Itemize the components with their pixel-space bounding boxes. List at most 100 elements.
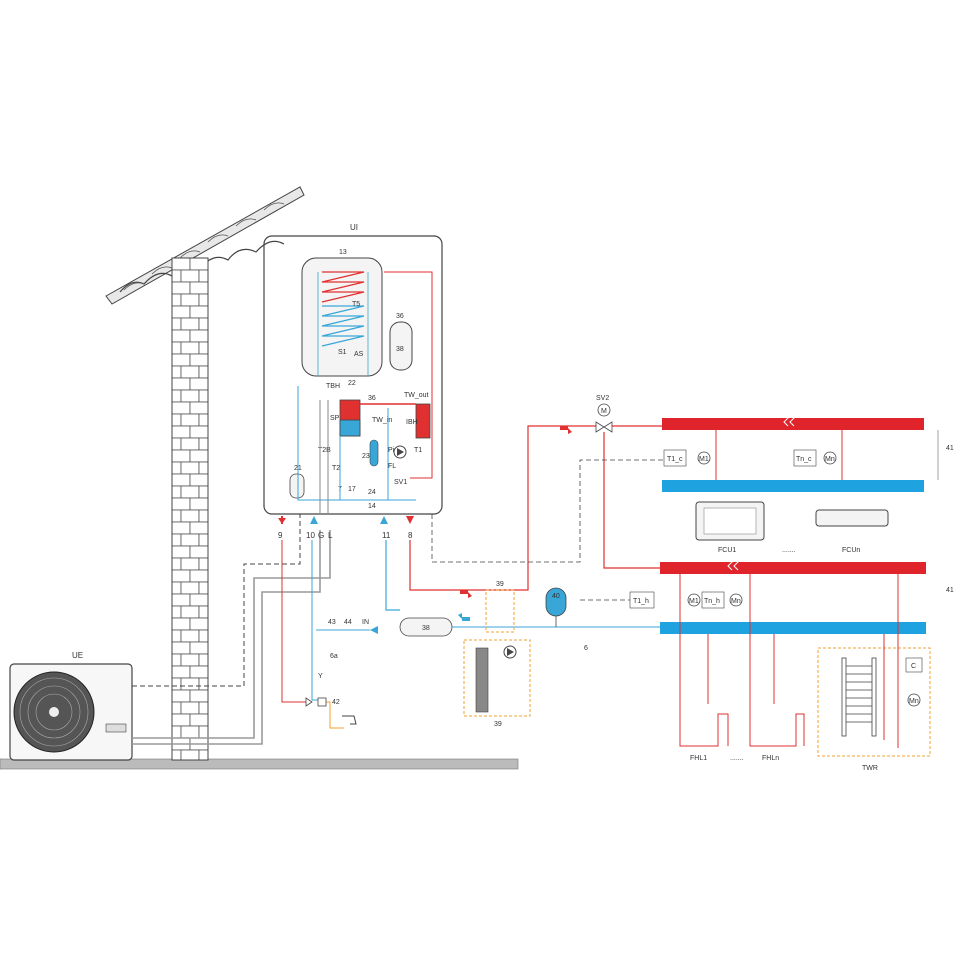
brick: [189, 401, 209, 415]
s1-label: S1: [338, 349, 347, 356]
tnh-thermostat: [701, 591, 725, 609]
faucet-icon: [342, 715, 357, 725]
brick: [198, 605, 209, 619]
mnb-label: Mn: [731, 598, 741, 605]
brick: [171, 317, 182, 331]
c39a-label: 39: [496, 581, 504, 588]
brick: [180, 677, 200, 691]
tw-out-label: TW_out: [404, 392, 429, 399]
aux-39-top: [485, 589, 515, 633]
mix-valve-42-icon: [305, 697, 313, 707]
brick: [189, 713, 209, 727]
fhl-dots-label: .......: [730, 755, 744, 762]
brick: [171, 485, 182, 499]
brick: [171, 677, 182, 691]
brick: [180, 749, 200, 761]
tank-cold-coil: [321, 305, 365, 347]
brick: [189, 449, 209, 463]
brick: [189, 545, 209, 559]
c36a-label: 36: [396, 313, 404, 320]
header-floor-hot: [660, 562, 926, 574]
brick: [189, 257, 209, 271]
tnc-label: Tn_c: [796, 456, 812, 463]
brick: [171, 425, 191, 439]
c17-label: 17: [348, 486, 356, 493]
t2-label: T2: [332, 465, 340, 472]
fcun-label: FCUn: [842, 547, 860, 554]
brick: [189, 689, 209, 703]
brick: [171, 281, 191, 295]
brick: [171, 341, 182, 355]
brick: [180, 293, 200, 307]
fcu1-label: FCU1: [718, 547, 736, 554]
ui-label: UI: [350, 223, 358, 232]
twr-label: TWR: [862, 765, 878, 772]
brick: [180, 437, 200, 451]
mn-actuator-icon: [823, 451, 837, 465]
fl-label: FL: [388, 463, 396, 470]
ibh-heater: [415, 403, 431, 439]
tank-hot-coil: [321, 271, 365, 303]
brick: [189, 473, 209, 487]
brick: [171, 629, 182, 643]
brick: [198, 437, 209, 451]
brick: [189, 521, 209, 535]
brick: [180, 629, 200, 643]
mnc-label: Mn: [909, 698, 919, 705]
brick: [198, 581, 209, 595]
brick: [180, 485, 200, 499]
brick: [171, 653, 182, 667]
brick: [189, 329, 209, 343]
header-floor-cold: [660, 622, 926, 634]
c38-label: 38: [396, 346, 404, 353]
brick: [198, 293, 209, 307]
brick: [171, 329, 191, 343]
brick: [180, 365, 200, 379]
sv2-motor-icon: [597, 403, 611, 417]
brick: [171, 569, 191, 583]
brick: [198, 557, 209, 571]
t1c-thermostat: [663, 449, 687, 467]
brick: [180, 413, 200, 427]
brick: [180, 605, 200, 619]
brick: [171, 449, 191, 463]
brick: [189, 641, 209, 655]
c24-label: 24: [368, 489, 376, 496]
aux-39-bottom: [463, 639, 531, 717]
brick: [171, 545, 191, 559]
brick: [189, 665, 209, 679]
brick: [171, 713, 191, 727]
fcu-dots-label: .......: [782, 547, 796, 554]
m-label: M: [601, 408, 607, 415]
sp-label: SP: [330, 415, 340, 422]
twr-controller: [905, 657, 923, 673]
brick: [171, 581, 182, 595]
t1c-label: T1_c: [667, 456, 683, 463]
flow-23-icon: [369, 439, 379, 467]
brick: [171, 353, 191, 367]
ue-label: UE: [72, 651, 83, 660]
c22-label: 22: [348, 380, 356, 387]
control-cable-ue: [132, 514, 301, 687]
ground: [0, 758, 519, 770]
brick: [198, 653, 209, 667]
brick: [171, 305, 191, 319]
brick: [198, 725, 209, 739]
t2b-label: T2B: [318, 447, 331, 454]
brick: [171, 401, 191, 415]
m1-actuator-icon: [697, 451, 711, 465]
tnh-label: Tn_h: [704, 598, 720, 605]
brick: [171, 533, 182, 547]
brick: [180, 461, 200, 475]
brick: [171, 617, 191, 631]
brick: [171, 497, 191, 511]
brick: [171, 605, 182, 619]
brick: [189, 353, 209, 367]
brick: [180, 269, 200, 283]
c41a-label: 41: [946, 445, 954, 452]
brick: [189, 497, 209, 511]
brick: [180, 341, 200, 355]
sv1-label: SV1: [394, 479, 407, 486]
brick: [180, 557, 200, 571]
brick: [171, 365, 182, 379]
